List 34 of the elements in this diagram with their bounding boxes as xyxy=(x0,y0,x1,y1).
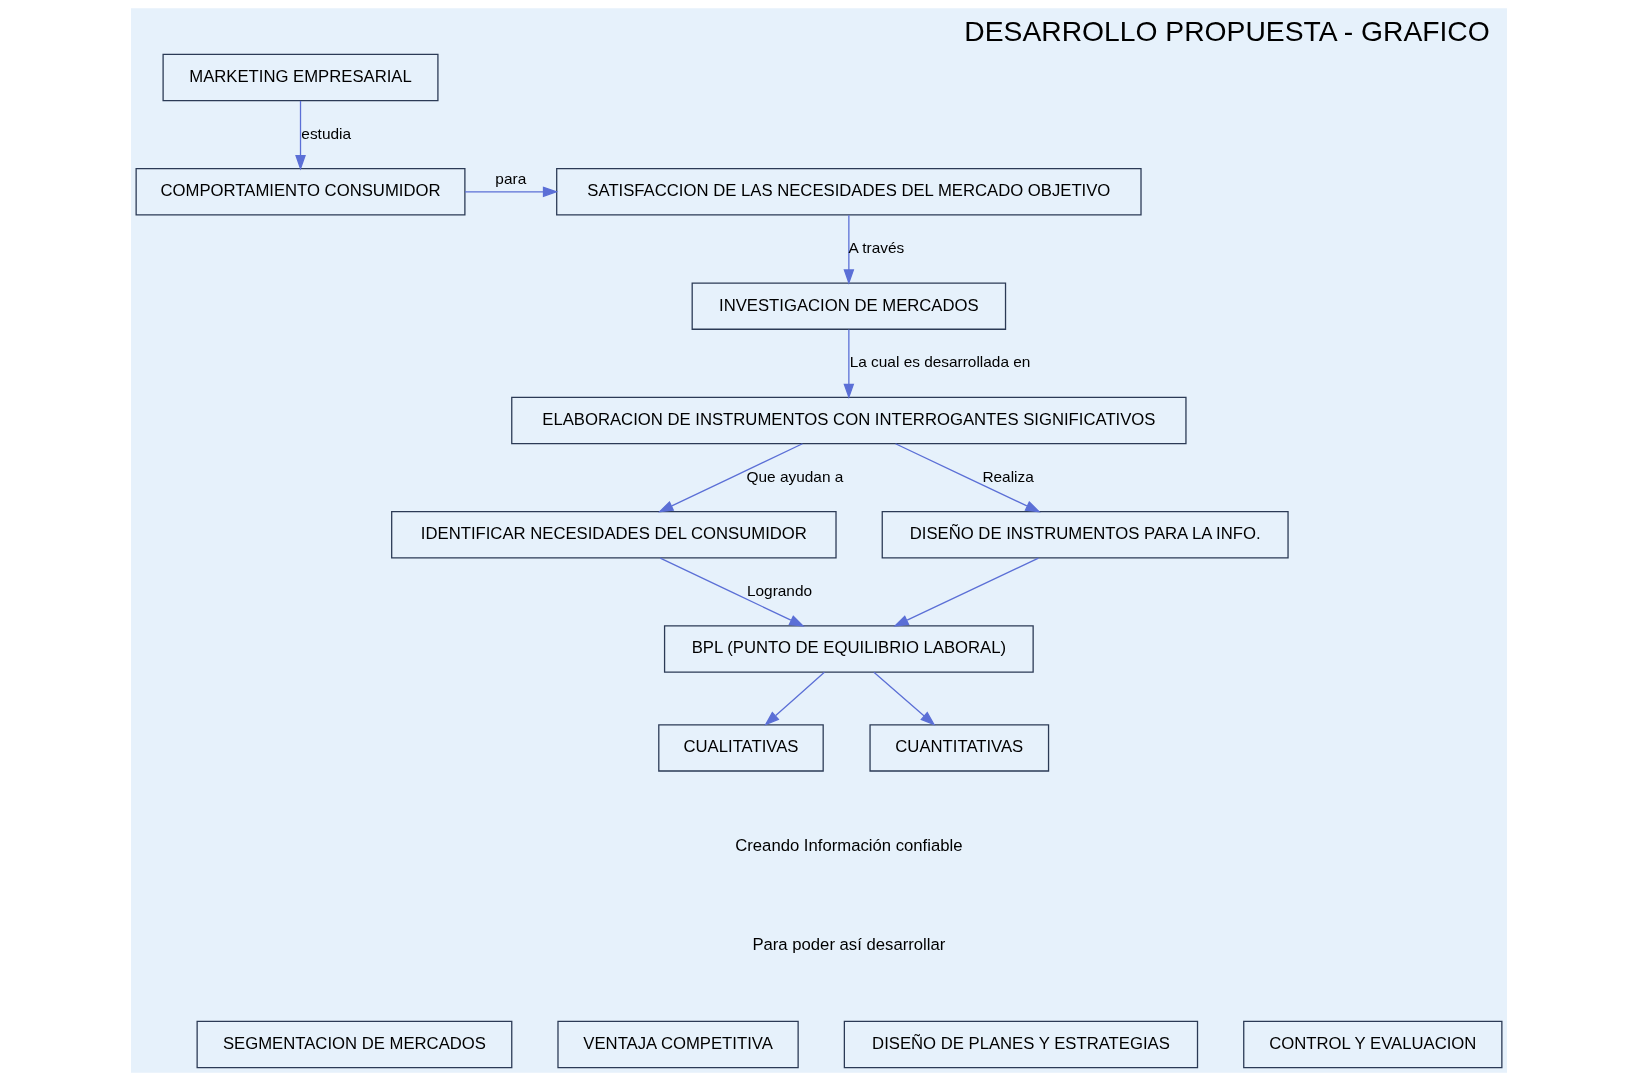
node-box: ELABORACION DE INSTRUMENTOS CON INTERROGANTES SIGNIFICATIVOS xyxy=(510,396,1187,445)
node-box: INVESTIGACION DE MERCADOS xyxy=(691,282,1006,330)
node-box: CONTROL Y EVALUACION xyxy=(1242,1020,1502,1069)
arrow xyxy=(842,328,854,400)
arrow xyxy=(659,557,805,627)
node-box: DISEÑO DE INSTRUMENTOS PARA LA INFO. xyxy=(881,510,1289,559)
arrow xyxy=(872,671,935,726)
label: Creando Información confiable xyxy=(734,836,962,856)
edge-label: Logrando xyxy=(746,581,812,599)
node-box: IDENTIFICAR NECESIDADES DEL CONSUMIDOR xyxy=(390,510,837,559)
node-box: CUANTITATIVAS xyxy=(868,724,1049,772)
node-box: CUALITATIVAS xyxy=(657,724,824,772)
arrow xyxy=(463,186,558,198)
node-box: DISEÑO DE PLANES Y ESTRATEGIAS xyxy=(843,1020,1198,1069)
edge-label: estudia xyxy=(300,124,351,142)
node-box: SATISFACCION DE LAS NECESIDADES DEL MERCADO OBJETIVO xyxy=(555,168,1142,216)
diagram-title: DESARROLLO PROPUESTA - GRAFICO xyxy=(963,15,1490,48)
arrow xyxy=(763,671,825,726)
arrow xyxy=(892,557,1039,627)
node-box: MARKETING EMPRESARIAL xyxy=(161,53,439,102)
node-box: COMPORTAMIENTO CONSUMIDOR xyxy=(135,168,466,216)
node-box: SEGMENTACION DE MERCADOS xyxy=(196,1020,512,1069)
arrow xyxy=(294,100,306,171)
edge-label: A través xyxy=(848,238,904,256)
edge-label: Que ayudan a xyxy=(746,467,843,485)
arrow xyxy=(894,443,1041,513)
edge-label: para xyxy=(494,169,526,187)
arrow xyxy=(842,214,854,285)
node-box: VENTAJA COMPETITIVA xyxy=(556,1020,799,1069)
edge-label: La cual es desarrollada en xyxy=(849,353,1030,371)
edge-label: Realiza xyxy=(981,467,1034,485)
label: Para poder así desarrollar xyxy=(751,935,945,955)
node-box: BPL (PUNTO DE EQUILIBRIO LABORAL) xyxy=(663,625,1034,673)
arrow xyxy=(657,443,803,513)
